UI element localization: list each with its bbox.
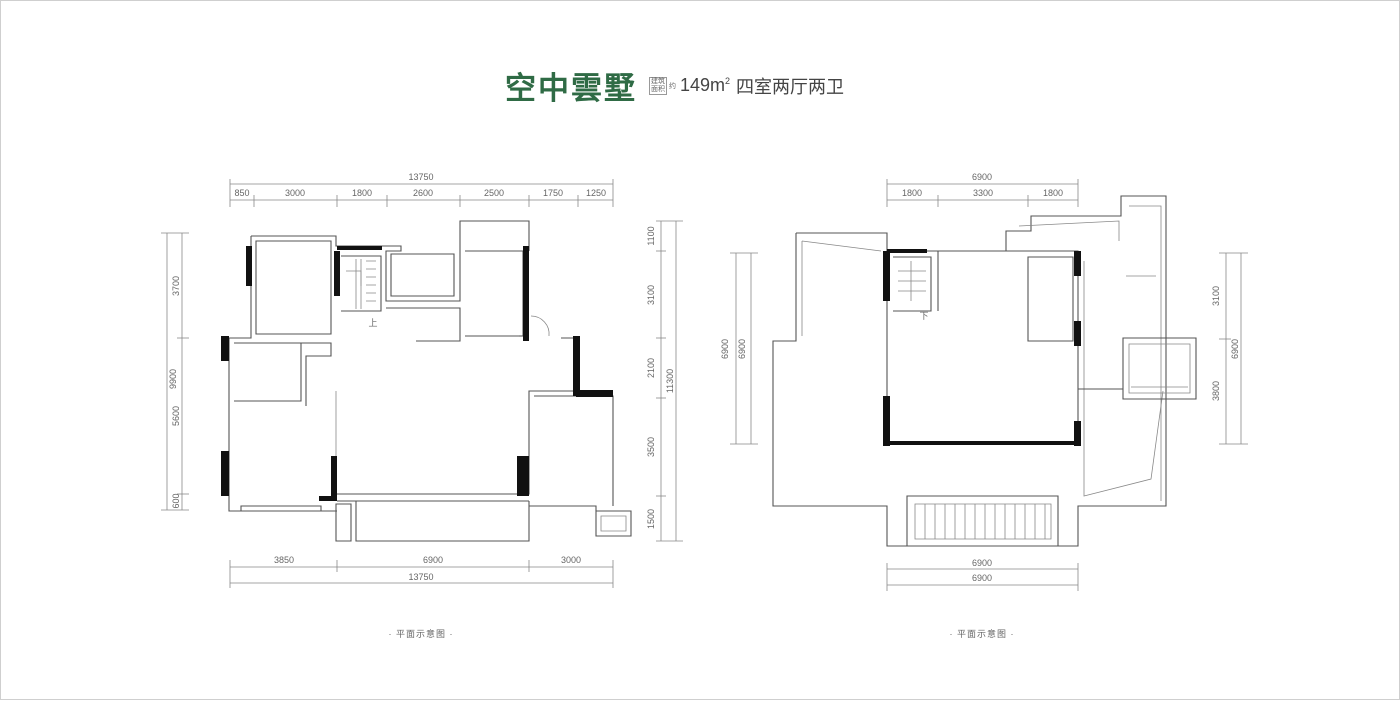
right-plan: 6900 1800 3300 1800 6900 6900 6900 6900 [720,172,1248,639]
left-plan-walls [228,220,632,542]
right-top-total: 6900 [972,172,992,182]
left-bottom-ticks [229,560,614,588]
left-right-ticks [656,220,683,542]
left-plan: 13750 850 3000 1800 2600 2500 1750 1250 … [161,172,683,639]
area-label-line-1: 建筑 [651,77,665,85]
left-right-seg-3: 2100 [646,358,656,378]
header: 空中雲墅 建筑 面积 约 149m2 四室两厅两卫 [505,63,844,108]
left-top-ticks [229,179,614,207]
right-bottom-dim-1: 6900 [972,558,992,568]
right-top-seg-2: 3300 [973,188,993,198]
right-top-ticks [886,179,1079,207]
right-left-ticks [730,252,758,445]
left-right-seg-1: 1100 [646,226,656,245]
left-top-seg-1: 850 [234,188,249,198]
left-stair-label: 上 [368,318,377,328]
left-right-seg-4: 3500 [646,437,656,457]
left-inner-dim-2: 5600 [171,406,181,426]
left-staircase: 上 [341,255,382,328]
left-top-seg-5: 2500 [484,188,504,198]
area-value: 149m2 [680,75,730,96]
left-bottom-seg-1: 3850 [274,555,294,565]
area-number: 149m [680,75,726,95]
left-plan-caption: · 平面示意图 · [389,628,454,639]
right-stair-label: 下 [919,311,928,321]
left-right-seg-5: 1500 [646,509,656,529]
right-top-seg-1: 1800 [902,188,922,198]
left-bottom-seg-3: 3000 [561,555,581,565]
right-right-total: 6900 [1230,339,1240,359]
right-top-seg-3: 1800 [1043,188,1063,198]
right-left-outer-dim: 6900 [720,339,730,359]
right-left-inner-dim: 6900 [737,339,747,359]
right-right-seg-1: 3100 [1211,286,1221,306]
left-top-seg-7: 1250 [586,188,606,198]
right-thick-walls [883,249,1081,446]
left-bottom-seg-2: 6900 [423,555,443,565]
left-inner-dim-3: 600 [171,493,181,508]
left-side-ticks [161,232,189,511]
left-top-seg-2: 3000 [285,188,305,198]
left-inner-dim-1: 3700 [171,276,181,296]
right-right-seg-2: 3800 [1211,381,1221,401]
left-thick-walls [221,246,613,501]
right-plan-caption: · 平面示意图 · [950,628,1015,639]
right-right-ticks [1219,252,1248,445]
room-layout: 四室两厅两卫 [736,76,845,97]
left-top-total: 13750 [408,172,433,182]
area-superscript: 2 [725,76,731,86]
left-top-seg-6: 1750 [543,188,563,198]
area-label-line-2: 面积 [651,85,665,93]
left-outer-dim: 9900 [168,369,178,389]
right-bottom-ticks [886,563,1079,591]
approx-label: 约 [669,82,676,90]
project-title: 空中雲墅 [505,71,637,107]
left-top-seg-4: 2600 [413,188,433,198]
right-plan-walls: 下 [772,195,1197,547]
left-right-seg-2: 3100 [646,285,656,305]
left-right-total: 11300 [665,369,675,393]
left-bottom-total: 13750 [408,572,433,582]
area-label: 建筑 面积 [649,76,667,95]
left-top-seg-3: 1800 [352,188,372,198]
right-bottom-dim-2: 6900 [972,573,992,583]
